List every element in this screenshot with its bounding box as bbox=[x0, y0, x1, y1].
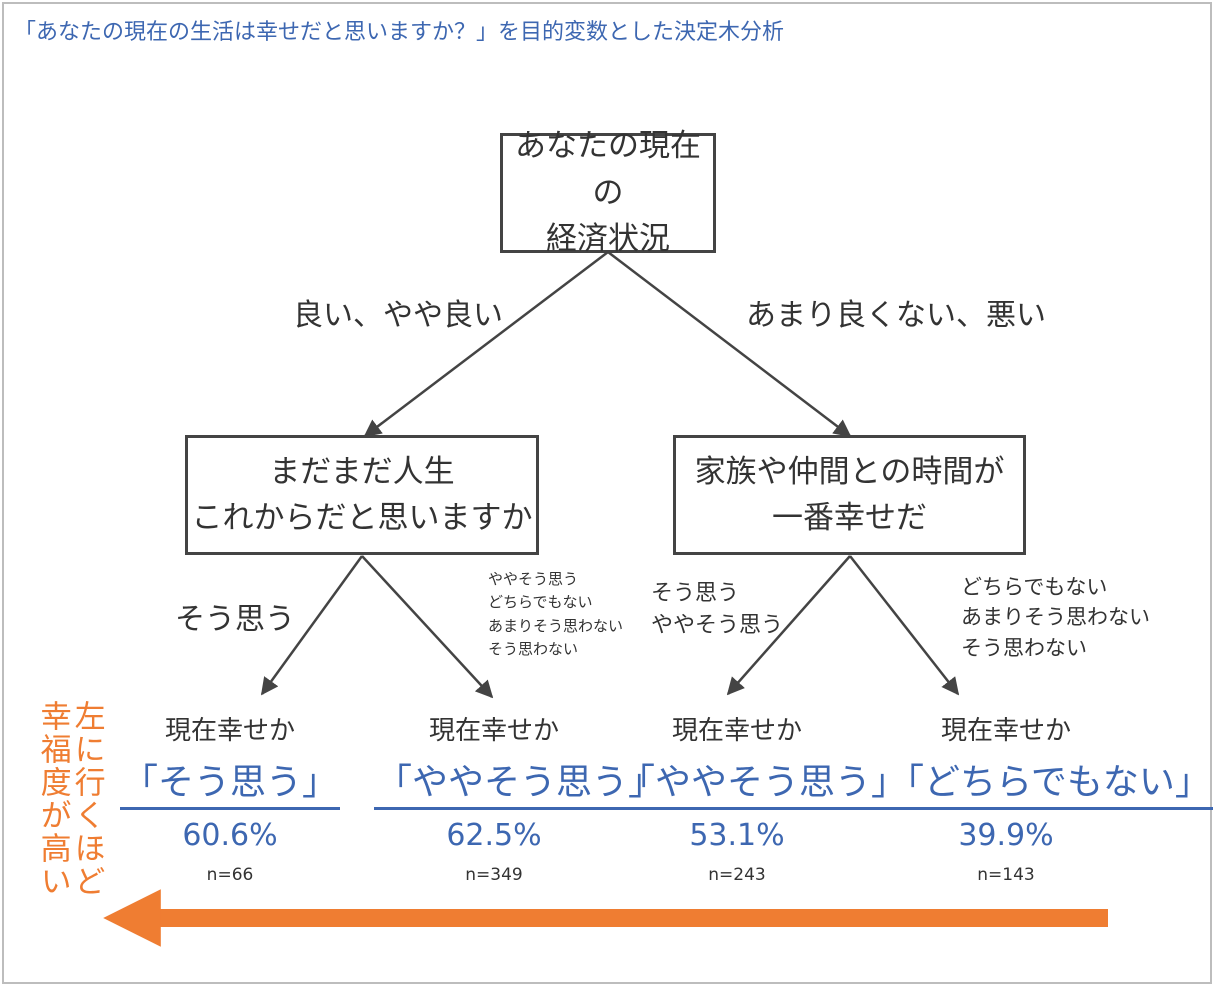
condition-rl-1: そう思う bbox=[651, 581, 740, 606]
edge-root-left bbox=[363, 251, 609, 438]
condition-rr-3: そう思わない bbox=[961, 635, 1087, 660]
side-label-column-2: 幸福度が高い bbox=[34, 700, 71, 898]
leaf-question: 現在幸せか bbox=[428, 716, 559, 746]
node-left-line2: これからだと思いますか bbox=[191, 500, 533, 536]
leaf-2: 現在幸せか 「ややそう思う」 62.5% n=349 bbox=[374, 710, 667, 885]
edge-left-lr bbox=[361, 555, 494, 699]
condition-lr-4: そう思わない bbox=[488, 639, 579, 658]
leaf-percent: 53.1% bbox=[689, 818, 785, 853]
edge-right-rr bbox=[849, 555, 960, 696]
condition-lr: ややそう思う どちらでもない あまりそう思わない そう思わない bbox=[488, 568, 623, 661]
leaf-percent: 60.6% bbox=[182, 818, 278, 853]
side-label-column-1: 左に行くほど bbox=[68, 700, 105, 898]
leaf-sample-size: n=349 bbox=[465, 865, 523, 885]
leaf-answer: 「ややそう思う」 bbox=[617, 753, 910, 810]
node-right-line1: 家族や仲間との時間が bbox=[694, 453, 1005, 490]
condition-rr-2: あまりそう思わない bbox=[961, 605, 1150, 630]
leaf-answer: 「どちらでもない」 bbox=[886, 753, 1213, 810]
figure-title: 「あなたの現在の生活は幸せだと思いますか？」を目的変数とした決定木分析 bbox=[14, 20, 785, 45]
leaf-1: 現在幸せか 「そう思う」 60.6% n=66 bbox=[110, 710, 350, 885]
branch-label-left: 良い、やや良い bbox=[293, 298, 503, 333]
edge-root-right bbox=[607, 251, 852, 438]
leaf-question: 現在幸せか bbox=[164, 716, 295, 746]
condition-lr-3: あまりそう思わない bbox=[488, 616, 624, 635]
leaf-answer: 「ややそう思う」 bbox=[374, 753, 667, 810]
branch-label-right: あまり良くない、悪い bbox=[746, 298, 1046, 333]
root-node-line2: 経済状況 bbox=[546, 221, 670, 258]
condition-rl: そう思う ややそう思う bbox=[651, 578, 783, 642]
condition-lr-1: ややそう思う bbox=[488, 570, 579, 588]
leaf-question: 現在幸せか bbox=[940, 716, 1071, 746]
edge-left-ll bbox=[260, 555, 364, 696]
condition-ll: そう思う bbox=[175, 602, 295, 637]
node-right: 家族や仲間との時間が 一番幸せだ bbox=[673, 435, 1026, 555]
leaf-sample-size: n=143 bbox=[977, 865, 1035, 885]
condition-rr-1: どちらでもない bbox=[961, 575, 1108, 599]
node-left: まだまだ人生 これからだと思いますか bbox=[185, 435, 539, 555]
root-node: あなたの現在の 経済状況 bbox=[500, 128, 716, 257]
leaf-4: 現在幸せか 「どちらでもない」 39.9% n=143 bbox=[886, 710, 1213, 885]
leaf-3: 現在幸せか 「ややそう思う」 53.1% n=243 bbox=[617, 710, 910, 885]
edge-right-rl bbox=[726, 555, 851, 696]
leaf-sample-size: n=243 bbox=[708, 865, 766, 885]
condition-rr: どちらでもない あまりそう思わない そう思わない bbox=[961, 572, 1150, 663]
leaf-answer: 「そう思う」 bbox=[119, 753, 340, 810]
condition-rl-2: ややそう思う bbox=[651, 612, 784, 638]
leaf-question: 現在幸せか bbox=[671, 716, 802, 746]
leaf-percent: 39.9% bbox=[958, 818, 1054, 853]
leaf-sample-size: n=66 bbox=[206, 865, 254, 885]
leaf-percent: 62.5% bbox=[446, 818, 542, 853]
node-left-line1: まだまだ人生 bbox=[269, 453, 455, 490]
condition-lr-2: どちらでもない bbox=[488, 593, 593, 612]
node-right-line2: 一番幸せだ bbox=[772, 500, 927, 536]
root-node-line1: あなたの現在の bbox=[515, 128, 701, 211]
